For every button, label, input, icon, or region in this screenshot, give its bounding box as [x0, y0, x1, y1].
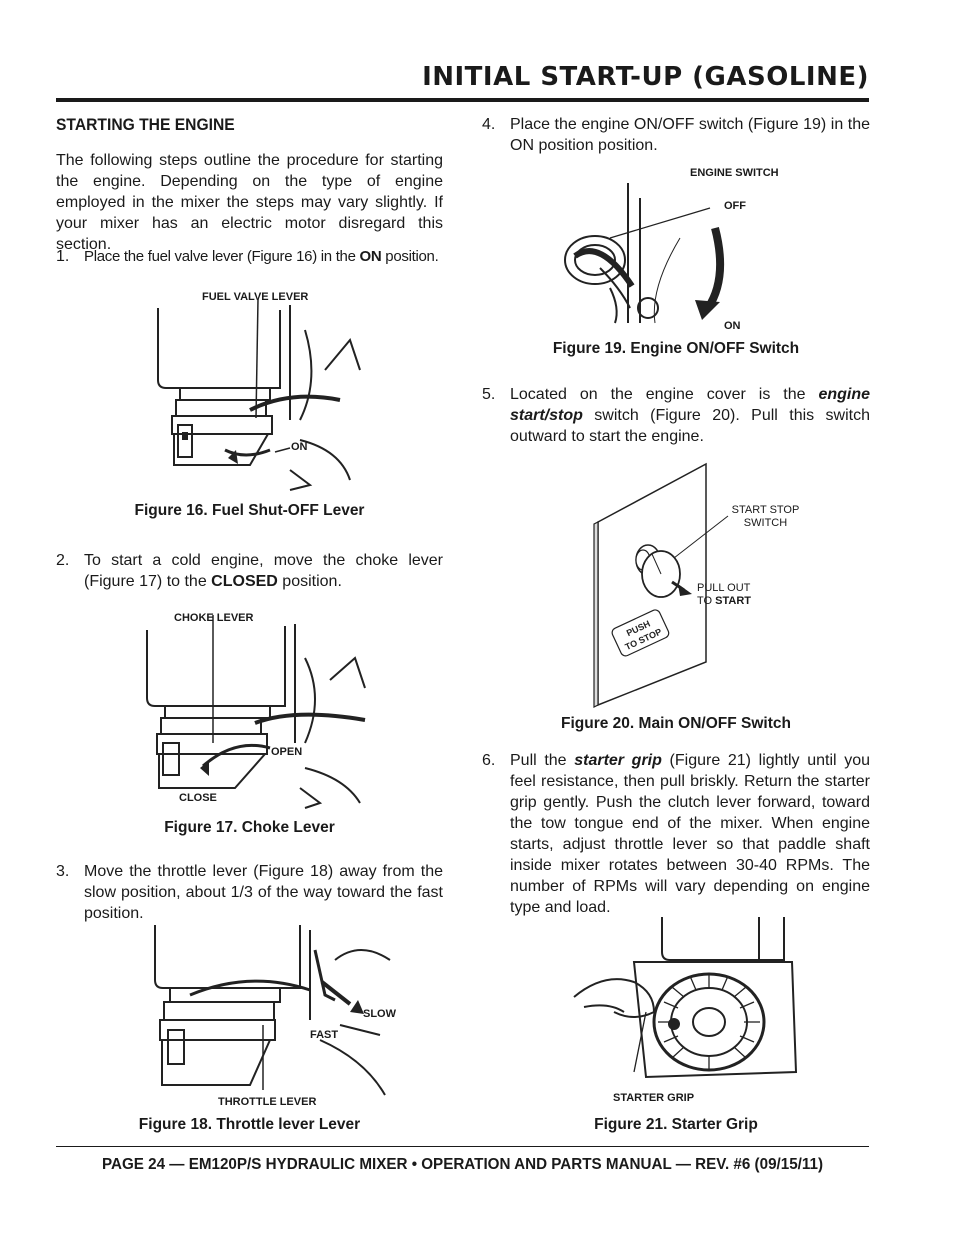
fig20-caption: Figure 20. Main ON/OFF Switch: [561, 715, 791, 732]
fig19-caption: Figure 19. Engine ON/OFF Switch: [552, 340, 800, 357]
fig16-on-label: ON: [291, 441, 308, 453]
step-4: 4. Place the engine ON/OFF switch (Figur…: [482, 116, 870, 154]
fig19-on-label: ON: [724, 320, 741, 332]
choke-lever-illustration: [146, 615, 366, 809]
throttle-lever-illustration: [154, 925, 391, 1096]
footer-rule: [56, 1146, 869, 1147]
fig18-fast-label: FAST: [310, 1029, 339, 1041]
fig21-grip-label: STARTER GRIP: [613, 1092, 695, 1104]
fig21-caption: Figure 21. Starter Grip: [594, 1116, 758, 1133]
fig17-caption: Figure 17. Choke Lever: [164, 819, 335, 836]
starter-grip-illustration: [573, 917, 798, 1079]
fig17-close-label: CLOSE: [179, 792, 217, 804]
fig18-slow-label: SLOW: [363, 1008, 396, 1020]
fig16-caption: Figure 16. Fuel Shut-OFF Lever: [134, 502, 365, 519]
step-3: 3. Move the throttle lever (Figure 18) a…: [56, 863, 443, 922]
engine-switch-illustration: [564, 183, 725, 324]
fig20-switch-label: START STOP SWITCH: [731, 504, 800, 529]
fig19-off-label: OFF: [724, 200, 746, 212]
page-title: INITIAL START-UP (GASOLINE): [422, 62, 869, 92]
step-1: 1. Place the fuel valve lever (Figure 16…: [56, 248, 439, 265]
fuel-valve-illustration: [157, 298, 361, 491]
section-heading: STARTING THE ENGINE: [56, 115, 235, 134]
fig18-lever-label: THROTTLE LEVER: [218, 1096, 317, 1108]
step-6: 6. Pull the starter grip (Figure 21) lig…: [482, 752, 870, 916]
step-2: 2. To start a cold engine, move the chok…: [56, 552, 443, 590]
intro-paragraph: The following steps outline the procedur…: [56, 152, 443, 253]
fig17-lever-label: CHOKE LEVER: [174, 612, 254, 624]
fig20-pull-label: PULL OUT TO START: [697, 582, 751, 607]
fig17-open-label: OPEN: [271, 746, 303, 758]
header-rule: [56, 98, 869, 102]
page-footer: PAGE 24 — EM120P/S HYDRAULIC MIXER • OPE…: [101, 1156, 824, 1173]
fig16-lever-label: FUEL VALVE LEVER: [202, 291, 309, 303]
start-stop-switch-illustration: PUSH TO STOP: [593, 462, 729, 708]
step-5: 5. Located on the engine cover is the en…: [482, 386, 870, 445]
fig19-switch-label: ENGINE SWITCH: [690, 167, 779, 179]
fig18-caption: Figure 18. Throttle lever Lever: [138, 1116, 361, 1133]
